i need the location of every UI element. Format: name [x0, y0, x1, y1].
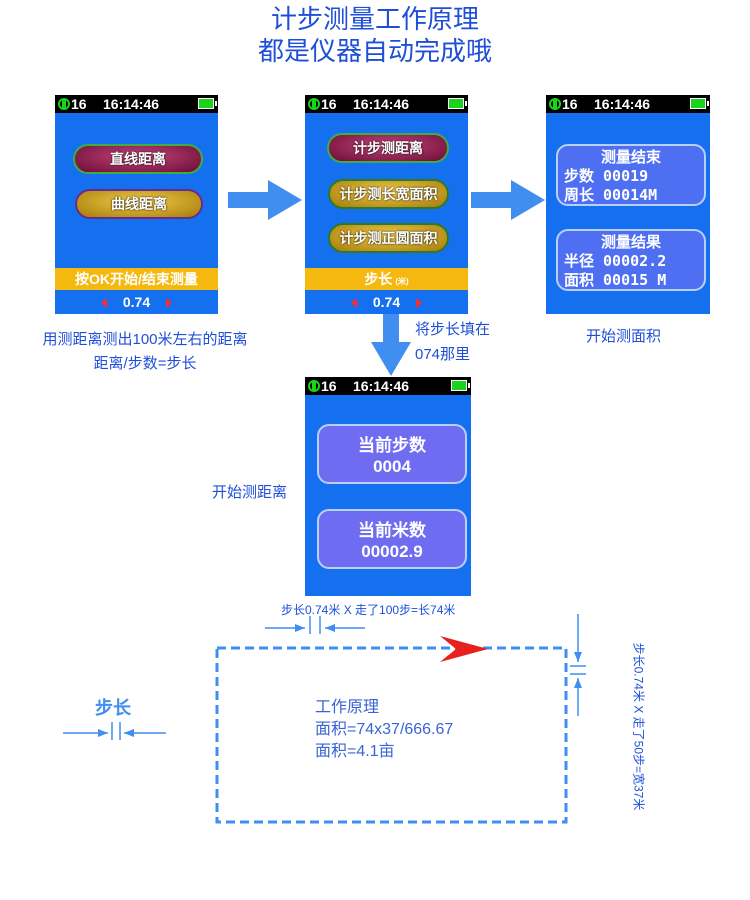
- current-steps-title: 当前步数: [358, 436, 426, 455]
- increase-arrow-icon[interactable]: [416, 298, 423, 309]
- walk-direction-arrow: [440, 636, 488, 662]
- step-length-value: 0.74: [122, 294, 151, 310]
- step-length-band: 步长(米): [305, 268, 468, 290]
- signal-icon: [549, 98, 561, 110]
- step-length-value-row[interactable]: 0.74: [305, 292, 468, 312]
- signal-count: 16: [321, 96, 337, 112]
- clock-time: 16:14:46: [353, 378, 410, 394]
- clock-time: 16:14:46: [594, 96, 651, 112]
- caption-measure-100m: 用测距离测出100米左右的距离: [42, 331, 248, 348]
- battery-icon: [448, 98, 467, 109]
- step-length-value: 0.74: [372, 294, 401, 310]
- curve-distance-button[interactable]: 曲线距离: [75, 189, 203, 219]
- straight-distance-button[interactable]: 直线距离: [73, 144, 203, 174]
- title-line-2: 都是仪器自动完成哦: [257, 36, 492, 66]
- status-bar: 16 16:14:46: [305, 95, 468, 113]
- area-line: 面积 00015 M: [564, 271, 667, 289]
- battery-icon: [451, 380, 470, 391]
- title-line-1: 计步测量工作原理: [270, 4, 479, 34]
- clock-time: 16:14:46: [353, 96, 410, 112]
- caption-start-distance: 开始测距离: [212, 484, 288, 501]
- step-marker-arrow: [325, 624, 335, 632]
- caption-step-formula: 距离/步数=步长: [93, 355, 197, 372]
- area-formula: 面积=74x37/666.67: [315, 721, 454, 738]
- status-bar: 16 16:14:46: [546, 95, 710, 113]
- principle-title: 工作原理: [315, 699, 380, 716]
- length-label: 步长0.74米 X 走了100步=长74米: [281, 603, 456, 617]
- device-screen-area-result: 16 16:14:46 测量结束 步数 00019 周长 00014M 测量结果…: [546, 95, 710, 314]
- current-steps-value: 0004: [373, 457, 411, 476]
- area-result-card: 测量结果 半径 00002.2 面积 00015 M: [556, 229, 706, 291]
- arrow-down-icon: [371, 314, 411, 376]
- decrease-arrow-icon[interactable]: [100, 298, 107, 309]
- step-length-value-row[interactable]: 0.74: [55, 292, 218, 312]
- increase-arrow-icon[interactable]: [166, 298, 173, 309]
- step-circle-area-button[interactable]: 计步测正圆面积: [328, 223, 449, 253]
- caption-fill-step: 将步长填在: [415, 321, 491, 338]
- battery-icon: [198, 98, 217, 109]
- step-length-unit: (米): [395, 277, 409, 286]
- status-bar: 16 16:14:46: [55, 95, 218, 113]
- clock-time: 16:14:46: [103, 96, 160, 112]
- device-screen-step-menu: 16 16:14:46 计步测距离 计步测长宽面积 计步测正圆面积 步长(米) …: [305, 95, 468, 314]
- current-meters-card: 当前米数 00002.9: [317, 509, 467, 569]
- device-screen-counting: 16 16:14:46 当前步数 0004 当前米数 00002.9: [305, 377, 471, 596]
- radius-line: 半径 00002.2: [564, 252, 667, 270]
- step-length-label: 步长: [364, 271, 393, 287]
- ok-start-stop-band: 按OK开始/结束测量: [55, 268, 218, 290]
- signal-count: 16: [71, 96, 87, 112]
- caption-fill-074: 074那里: [415, 346, 471, 363]
- signal-icon: [308, 380, 320, 392]
- perimeter-result-card: 测量结束 步数 00019 周长 00014M: [556, 144, 706, 206]
- card-title: 测量结束: [600, 148, 661, 166]
- field-boundary: [215, 646, 568, 824]
- principle-block: 工作原理 面积=74x37/666.67 面积=4.1亩: [315, 697, 453, 763]
- step-legend-label: 步长: [95, 698, 131, 718]
- step-marker-arrow: [295, 624, 305, 632]
- steps-line: 步数 00019: [564, 167, 649, 185]
- battery-icon: [690, 98, 709, 109]
- current-meters-title: 当前米数: [358, 521, 426, 540]
- decrease-arrow-icon[interactable]: [350, 298, 357, 309]
- signal-count: 16: [321, 378, 337, 394]
- signal-icon: [58, 98, 70, 110]
- signal-count: 16: [562, 96, 578, 112]
- arrow-right-icon: [228, 180, 302, 220]
- current-meters-value: 00002.9: [361, 542, 423, 561]
- signal-icon: [308, 98, 320, 110]
- perimeter-line: 周长 00014M: [564, 186, 658, 204]
- caption-start-area: 开始测面积: [586, 328, 662, 345]
- area-result: 面积=4.1亩: [315, 743, 395, 760]
- step-distance-button[interactable]: 计步测距离: [327, 133, 449, 163]
- card-title: 测量结果: [600, 233, 661, 251]
- current-steps-card: 当前步数 0004: [317, 424, 467, 484]
- arrow-right-icon: [471, 180, 545, 220]
- status-bar: 16 16:14:46: [305, 377, 471, 395]
- width-label: 步长0.74米 X 走了50步=宽37米: [631, 642, 646, 811]
- step-rect-area-button[interactable]: 计步测长宽面积: [328, 179, 449, 209]
- device-screen-distance-menu: 16 16:14:46 直线距离 曲线距离 按OK开始/结束测量 0.74: [55, 95, 218, 314]
